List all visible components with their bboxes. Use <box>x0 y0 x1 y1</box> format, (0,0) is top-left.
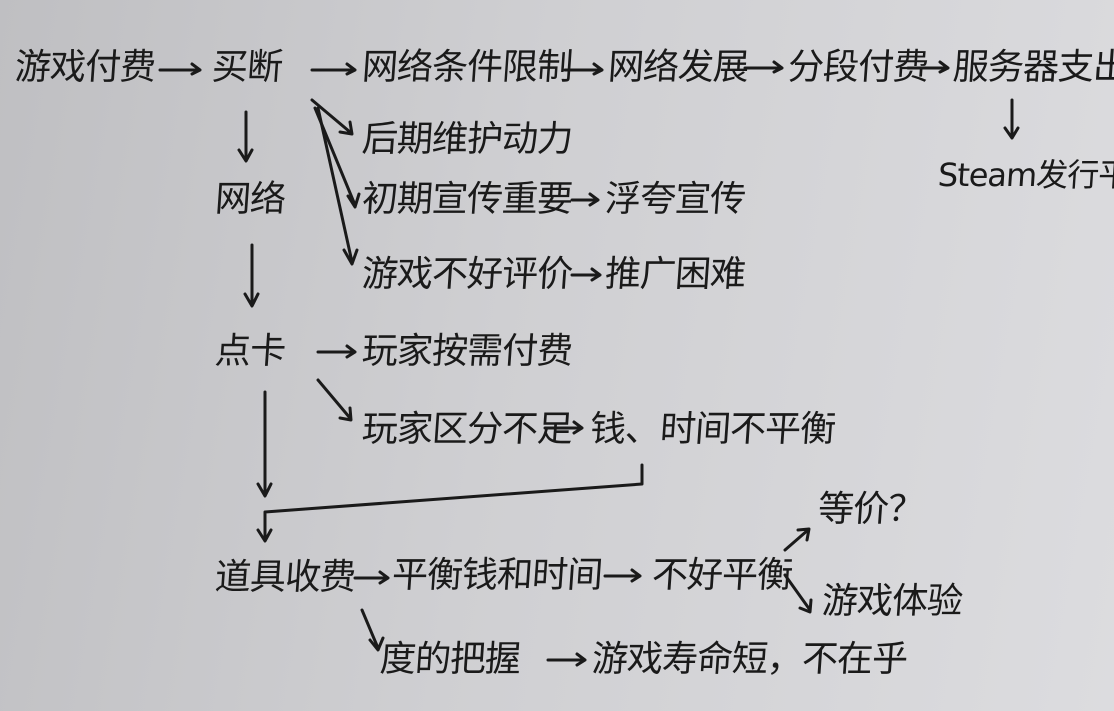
arrow-early-to-exaggerated <box>570 192 600 207</box>
arrow-balance-to-hard <box>603 568 642 583</box>
node-steam-platform: Steam发行平台 <box>936 156 1114 194</box>
arrow-buyout-to-network-limits <box>310 62 357 76</box>
node-pay-on-demand: 玩家按需付费 <box>360 331 574 372</box>
arrow-distinction-to-imbalance <box>543 420 584 435</box>
arrow-limits-to-development <box>563 62 604 76</box>
arrow-buyout-to-maintenance <box>310 98 354 136</box>
node-equivalence: 等价？ <box>816 489 925 530</box>
node-money-time-imbalance: 钱、时间不平衡 <box>588 409 837 450</box>
arrow-payment-to-buyout <box>158 62 202 76</box>
arrow-pointcard-down <box>256 390 273 498</box>
node-segmented-payment: 分段付费 <box>786 47 930 88</box>
arrow-bad-to-hard <box>570 267 602 282</box>
node-hard-to-balance: 不好平衡 <box>650 555 794 596</box>
node-game-experience: 游戏体验 <box>820 581 964 622</box>
node-later-maintenance: 后期维护动力 <box>360 119 574 160</box>
arrow-pointcard-to-ondemand <box>316 344 357 359</box>
arrow-network-to-pointcard <box>243 243 260 308</box>
node-item-charges: 道具收费 <box>213 557 357 598</box>
arrow-development-to-segmented <box>743 60 784 74</box>
node-grasp-of-degree: 度的把握 <box>378 639 522 680</box>
arrow-hard-to-experience <box>783 573 813 614</box>
node-server-cost: 服务器支出 <box>951 47 1114 88</box>
node-hard-to-promote: 推广困难 <box>603 254 747 295</box>
arrow-buyout-to-bad-reviews <box>316 106 359 266</box>
arrow-buyout-to-network <box>237 110 254 163</box>
node-network-limits: 网络条件限制 <box>360 47 574 88</box>
bracket-imbalance-to-items <box>256 463 644 543</box>
node-game-payment: 游戏付费 <box>13 47 157 88</box>
node-network-development: 网络发展 <box>606 47 750 88</box>
node-network: 网络 <box>213 179 287 220</box>
arrow-hard-to-equivalence <box>783 527 811 552</box>
node-bad-reviews: 游戏不好评价 <box>360 254 574 295</box>
arrow-pointcard-to-distinction <box>316 378 353 422</box>
arrow-items-to-degree <box>360 608 385 652</box>
node-balance-money-time: 平衡钱和时间 <box>390 555 604 596</box>
node-early-promotion: 初期宣传重要 <box>360 179 574 220</box>
arrow-segmented-to-server <box>906 60 950 74</box>
node-short-lifespan: 游戏寿命短，不在乎 <box>590 639 909 680</box>
node-insufficient-distinction: 玩家区分不足 <box>360 409 574 450</box>
arrow-degree-to-lifespan <box>546 652 587 667</box>
arrow-server-to-steam <box>1003 98 1020 140</box>
node-point-card: 点卡 <box>213 331 287 372</box>
node-buyout: 买断 <box>210 47 284 88</box>
node-exaggerated-promotion: 浮夸宣传 <box>603 179 747 220</box>
arrow-items-to-balance <box>353 570 390 585</box>
